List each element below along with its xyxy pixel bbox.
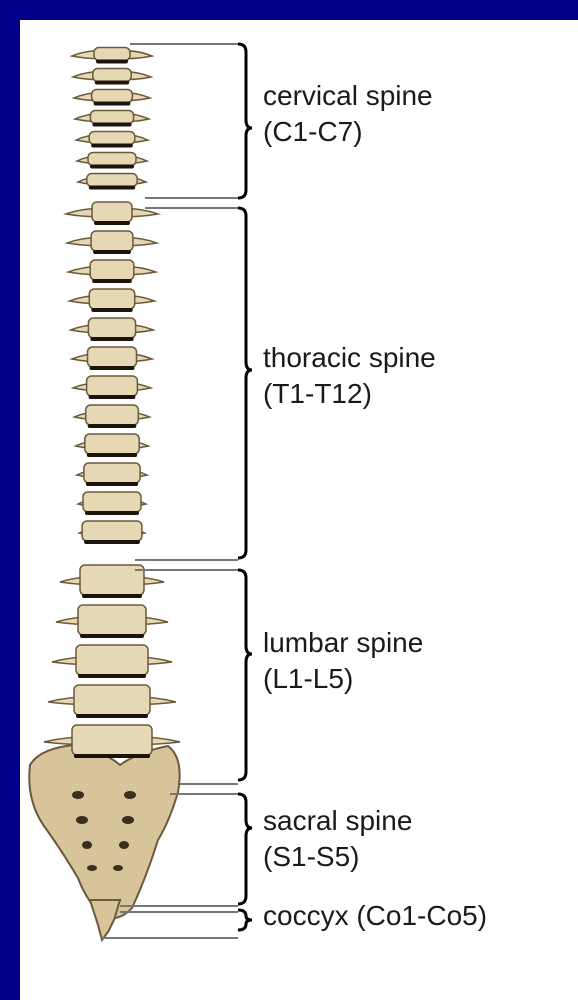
intervertebral-disc (90, 165, 134, 169)
vertebral-body (89, 132, 135, 145)
thoracic-label: thoracic spine (T1-T12) (263, 340, 436, 412)
vertebra-c4 (75, 111, 149, 127)
sacral-label: sacral spine (S1-S5) (263, 803, 412, 875)
vertebral-body (87, 376, 138, 396)
intervertebral-disc (82, 594, 142, 598)
intervertebral-disc (94, 102, 131, 106)
vertebra-t5 (71, 318, 153, 341)
intervertebral-disc (87, 453, 137, 457)
intervertebral-disc (95, 81, 129, 85)
vertebra-t4 (70, 289, 155, 312)
intervertebral-disc (74, 754, 150, 758)
vertebra-t8 (74, 405, 149, 428)
vertebra-t11 (78, 492, 146, 515)
vertebral-body (94, 48, 130, 61)
coccyx-name: coccyx (Co1-Co5) (263, 898, 487, 934)
bracket-sacral (238, 794, 252, 904)
intervertebral-disc (84, 540, 140, 544)
lumbar-label: lumbar spine (L1-L5) (263, 625, 423, 697)
vertebra-c3 (74, 90, 150, 106)
intervertebral-disc (90, 337, 133, 341)
intervertebral-disc (89, 186, 135, 190)
vertebral-body (76, 645, 148, 675)
intervertebral-disc (91, 308, 132, 312)
vertebra-t7 (73, 376, 151, 399)
bracket-lumbar (238, 570, 252, 780)
vertebral-body (72, 725, 152, 755)
intervertebral-disc (85, 511, 139, 515)
lumbar-name: lumbar spine (263, 625, 423, 661)
vertebral-body (90, 260, 134, 280)
intervertebral-disc (91, 144, 133, 148)
vertebral-body (88, 318, 135, 338)
sacral-name: sacral spine (263, 803, 412, 839)
vertebral-body (91, 231, 133, 251)
vertebra-t3 (68, 260, 155, 283)
intervertebral-disc (88, 424, 137, 428)
sacral-range: (S1-S5) (263, 839, 412, 875)
vertebra-t12 (79, 521, 145, 544)
vertebral-body (89, 289, 134, 309)
vertebra-t2 (67, 231, 157, 254)
coccyx-bone (90, 900, 120, 940)
vertebra-t6 (72, 347, 152, 370)
intervertebral-disc (96, 60, 128, 64)
vertebra-c2 (73, 69, 151, 85)
intervertebral-disc (92, 123, 131, 127)
vertebra-c7 (78, 174, 146, 190)
intervertebral-disc (94, 221, 130, 225)
intervertebral-disc (90, 366, 135, 370)
thoracic-range: (T1-T12) (263, 376, 436, 412)
lumbar-range: (L1-L5) (263, 661, 423, 697)
vertebra-l2 (56, 605, 168, 638)
coccyx-label: coccyx (Co1-Co5) (263, 898, 487, 934)
vertebral-body (88, 153, 136, 166)
vertebral-body (82, 521, 142, 541)
intervertebral-disc (92, 279, 132, 283)
vertebral-body (92, 202, 132, 222)
vertebra-c6 (77, 153, 147, 169)
intervertebral-disc (76, 714, 148, 718)
vertebral-body (88, 347, 137, 367)
vertebra-t1 (66, 202, 158, 225)
bracket-cervical (238, 44, 252, 198)
vertebra-l4 (48, 685, 176, 718)
vertebra-t10 (77, 463, 147, 486)
vertebra-t9 (76, 434, 149, 457)
bracket-coccyx (238, 910, 252, 930)
bracket-thoracic (238, 208, 252, 558)
thoracic-name: thoracic spine (263, 340, 436, 376)
slide-panel: cervical spine (C1-C7) thoracic spine (T… (20, 20, 578, 1000)
intervertebral-disc (80, 634, 144, 638)
vertebral-body (84, 463, 140, 483)
region-brackets (238, 44, 252, 930)
vertebral-body (78, 605, 146, 635)
intervertebral-disc (86, 482, 138, 486)
vertebral-body (80, 565, 144, 595)
vertebra-l3 (52, 645, 172, 678)
vertebral-body (83, 492, 141, 512)
spine-illustration (29, 48, 180, 941)
cervical-name: cervical spine (263, 78, 433, 114)
vertebra-c5 (76, 132, 148, 148)
intervertebral-disc (78, 674, 146, 678)
sacrum-bone (29, 745, 179, 918)
vertebral-body (93, 69, 131, 82)
intervertebral-disc (93, 250, 131, 254)
vertebral-body (87, 174, 137, 187)
vertebra-c1 (72, 48, 152, 64)
intervertebral-disc (89, 395, 136, 399)
cervical-label: cervical spine (C1-C7) (263, 78, 433, 150)
vertebral-body (86, 405, 139, 425)
vertebral-body (92, 90, 133, 103)
cervical-range: (C1-C7) (263, 114, 433, 150)
vertebral-body (90, 111, 133, 124)
vertebral-body (74, 685, 150, 715)
vertebral-body (85, 434, 139, 454)
